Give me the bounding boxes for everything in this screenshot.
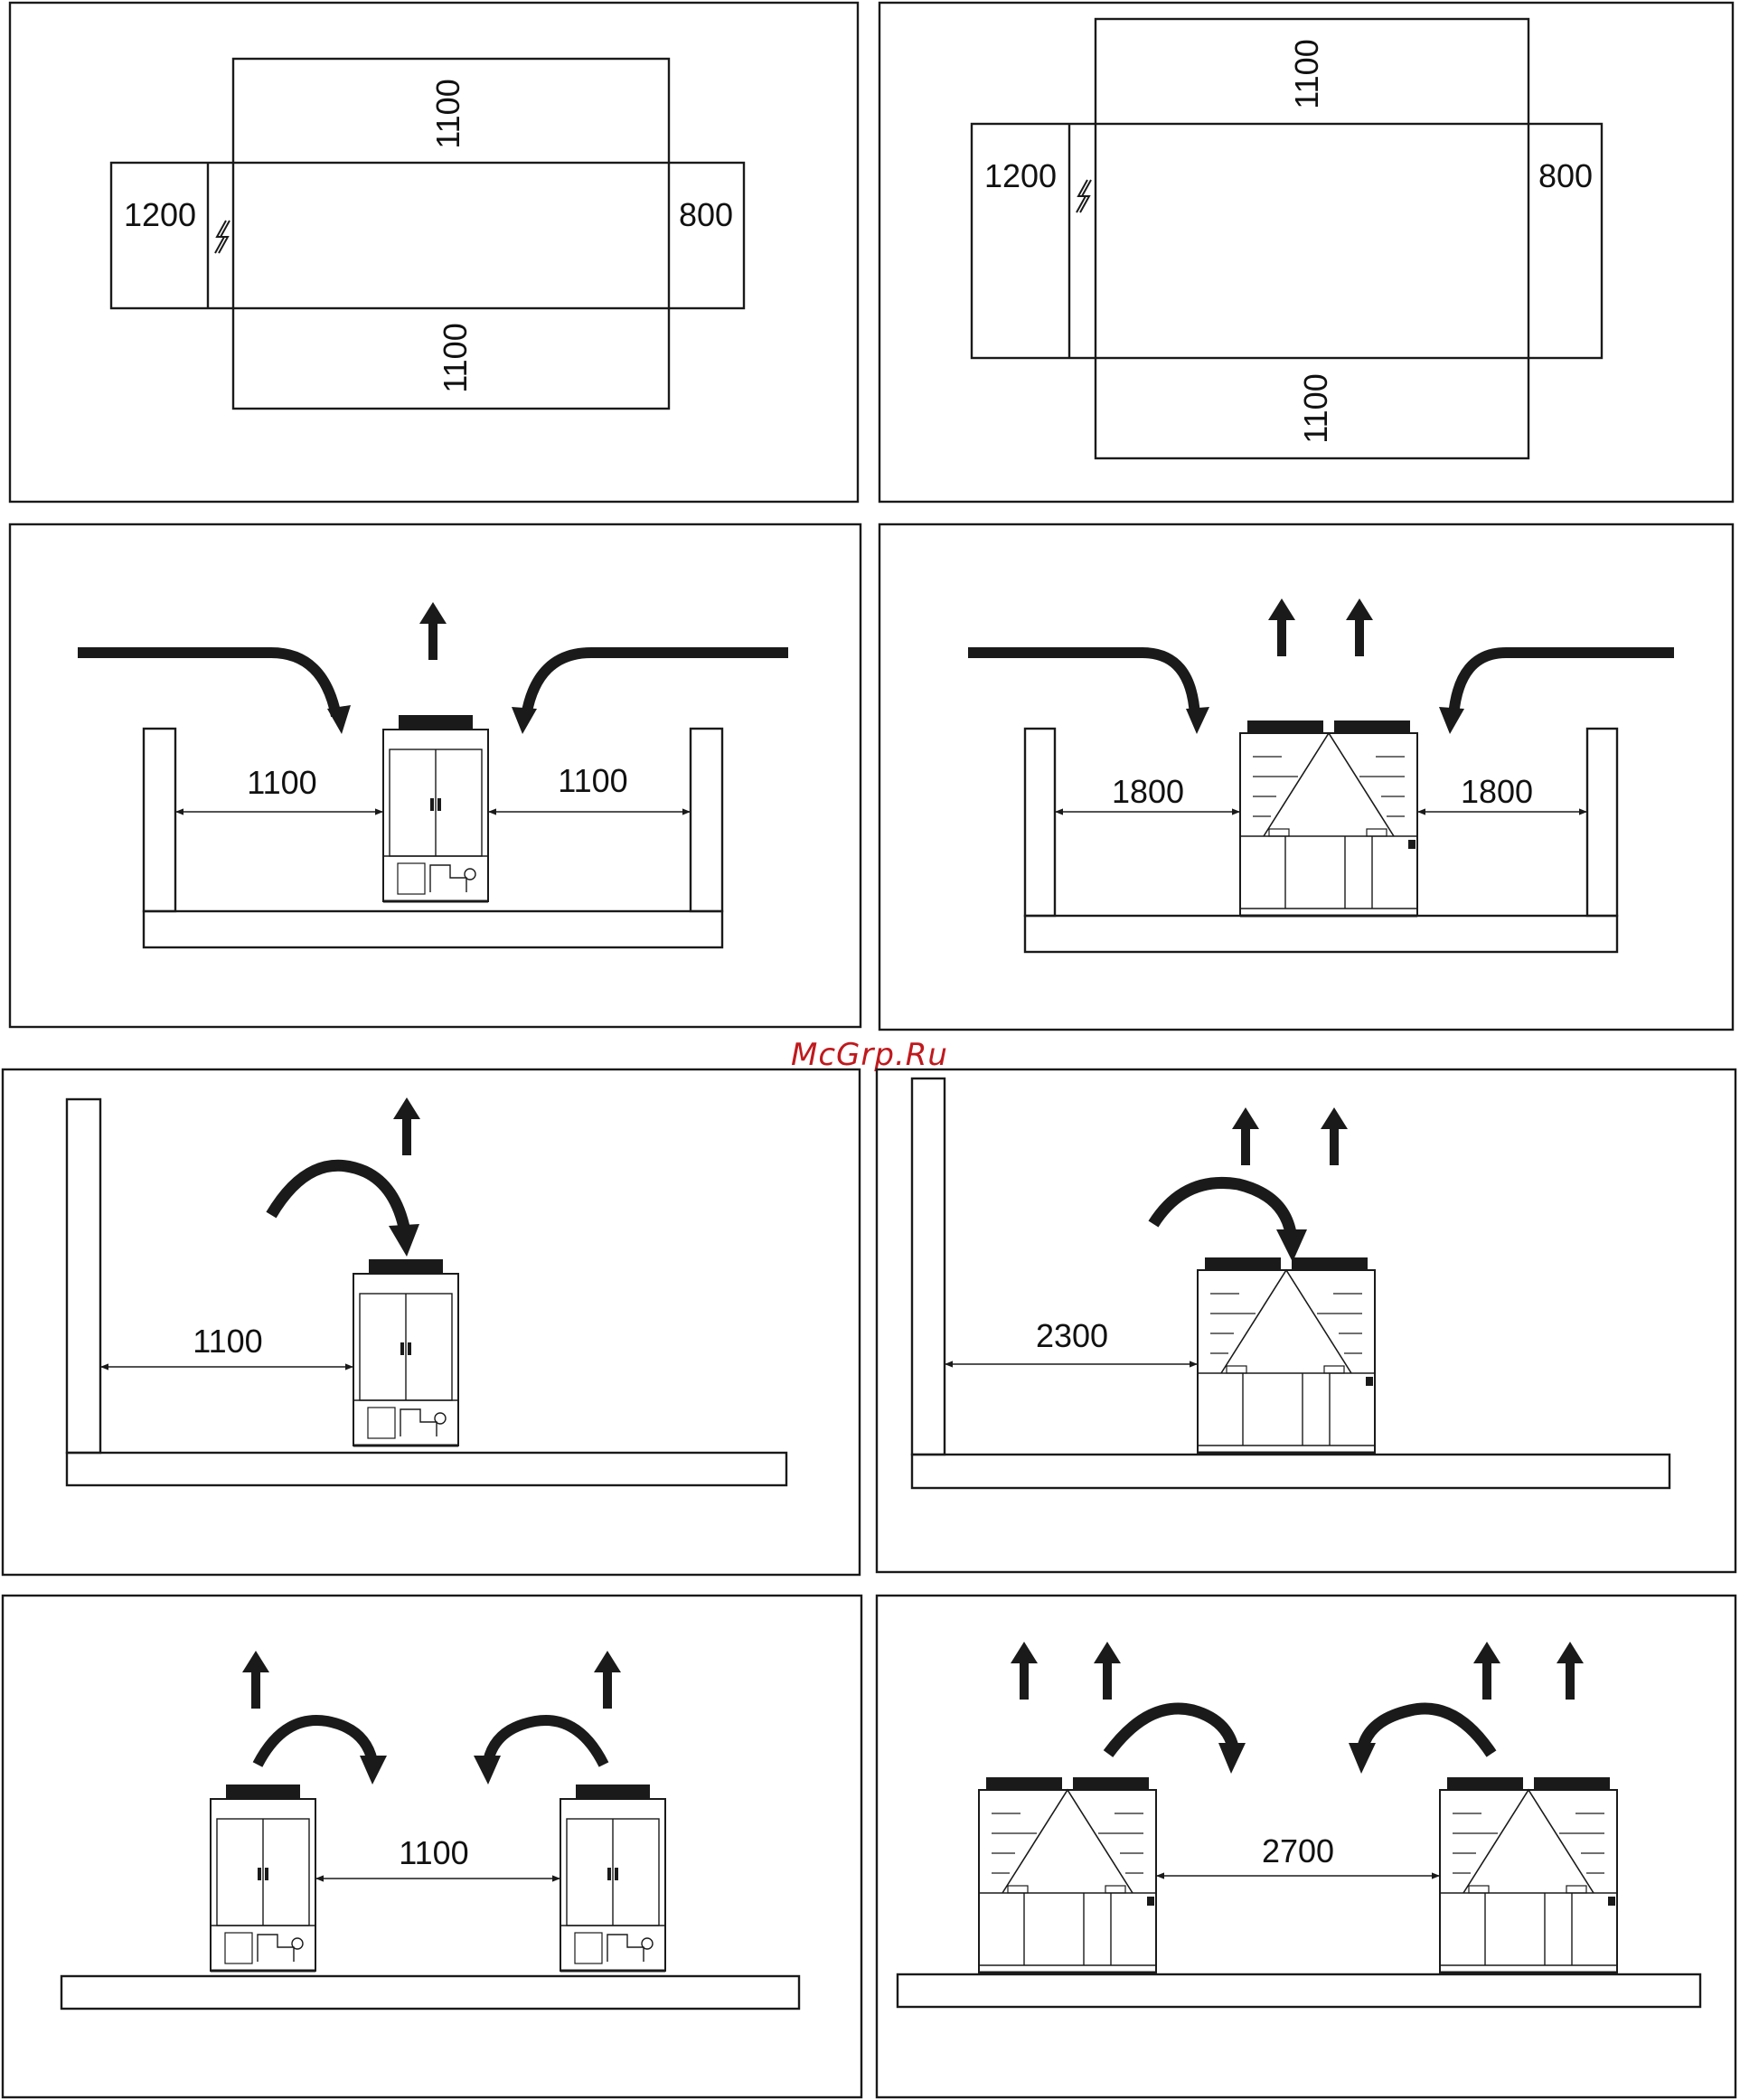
panel-walls-both-double: 1800 1800 bbox=[879, 524, 1733, 1030]
panel-one-wall-single: 1100 bbox=[3, 1069, 860, 1575]
airflow-recirc-icon bbox=[1363, 1709, 1491, 1754]
single-fan-unit bbox=[353, 1259, 458, 1446]
clearance-left: 1100 bbox=[247, 764, 316, 801]
clearance-right: 800 bbox=[1538, 157, 1593, 194]
panel-plan-single: 1100 1100 1200 800 bbox=[10, 3, 858, 502]
watermark: McGrp.Ru bbox=[791, 1037, 948, 1073]
panel-one-wall-double: 2300 bbox=[877, 1069, 1735, 1572]
airflow-up-icon bbox=[1094, 1642, 1121, 1700]
double-fan-unit bbox=[979, 1777, 1156, 1973]
airflow-in-left-icon bbox=[78, 653, 336, 716]
panel-plan-double: 1100 1100 1200 800 bbox=[879, 3, 1733, 502]
single-fan-unit bbox=[383, 715, 488, 901]
clearance-top: 1100 bbox=[1288, 39, 1325, 108]
panel-two-single-units: 1100 bbox=[3, 1596, 861, 2097]
airflow-up-icon bbox=[1011, 1642, 1038, 1700]
panel-two-double-units: 2700 bbox=[877, 1596, 1735, 2097]
clearance-left: 1800 bbox=[1112, 773, 1184, 810]
clearance-left: 1200 bbox=[124, 196, 196, 233]
airflow-recirc-icon bbox=[1153, 1182, 1291, 1233]
airflow-in-left-icon bbox=[968, 653, 1195, 716]
double-fan-unit bbox=[1198, 1257, 1375, 1453]
airflow-in-right-icon bbox=[526, 653, 788, 716]
airflow-recirc-icon bbox=[258, 1720, 372, 1765]
clearance-bottom: 1100 bbox=[1297, 373, 1334, 443]
double-fan-unit bbox=[1240, 720, 1417, 916]
airflow-up-icon bbox=[242, 1651, 269, 1709]
clearance-left: 1200 bbox=[984, 157, 1057, 194]
clearance-right: 1800 bbox=[1461, 773, 1533, 810]
airflow-recirc-icon bbox=[1108, 1709, 1233, 1754]
clearance-top: 1100 bbox=[429, 79, 466, 148]
panel-walls-both-single: 1100 1100 bbox=[10, 524, 861, 1027]
airflow-up-icon bbox=[1232, 1107, 1259, 1165]
airflow-recirc-icon bbox=[271, 1165, 405, 1231]
single-fan-unit bbox=[211, 1785, 315, 1971]
clearance-wall: 1100 bbox=[193, 1323, 262, 1360]
clearance-right: 800 bbox=[679, 196, 733, 233]
airflow-up-icon bbox=[594, 1651, 621, 1709]
clearance-bottom: 1100 bbox=[437, 323, 474, 392]
airflow-up-icon bbox=[1346, 598, 1373, 656]
airflow-up-icon bbox=[419, 602, 447, 660]
clearance-between: 2700 bbox=[1262, 1832, 1334, 1869]
airflow-recirc-icon bbox=[488, 1720, 604, 1765]
airflow-up-icon bbox=[1557, 1642, 1584, 1700]
clearance-right: 1100 bbox=[558, 762, 627, 799]
airflow-up-icon bbox=[393, 1097, 420, 1155]
airflow-up-icon bbox=[1268, 598, 1295, 656]
airflow-in-right-icon bbox=[1453, 653, 1674, 716]
clearance-between: 1100 bbox=[399, 1834, 468, 1871]
airflow-up-icon bbox=[1473, 1642, 1500, 1700]
clearance-wall: 2300 bbox=[1036, 1317, 1108, 1354]
airflow-up-icon bbox=[1321, 1107, 1348, 1165]
double-fan-unit bbox=[1440, 1777, 1617, 1973]
single-fan-unit bbox=[560, 1785, 665, 1971]
